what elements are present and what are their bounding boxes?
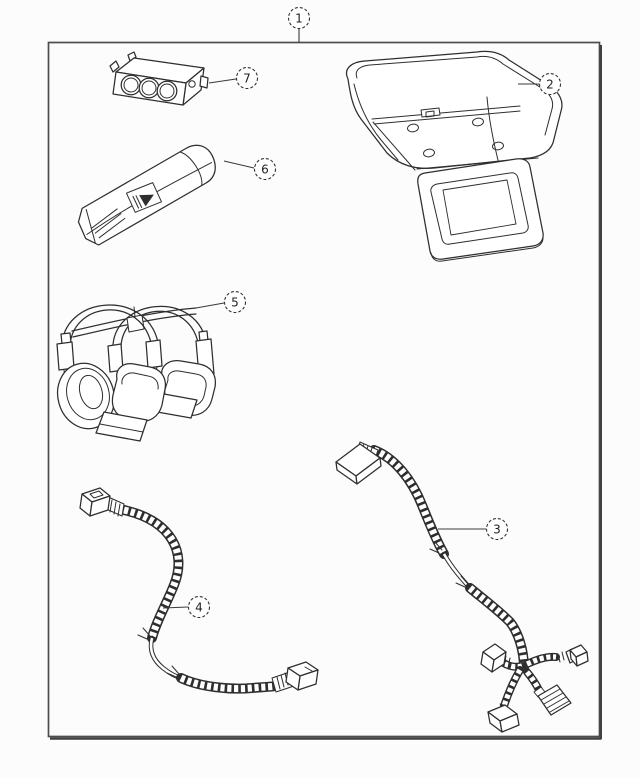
ear-cup	[56, 362, 116, 430]
screw-hole	[423, 148, 435, 158]
harness-connector	[533, 684, 572, 716]
callout-5: 5	[195, 290, 247, 314]
two-end-wiring-harness	[79, 487, 319, 694]
overhead-video-monitor-unit	[345, 50, 563, 262]
callout-3-label: 3	[493, 523, 501, 537]
callout-4: 4	[162, 595, 211, 619]
harness-connector	[480, 643, 511, 673]
harness-connector	[335, 441, 382, 485]
callout-5-label: 5	[231, 296, 239, 310]
callout-1: 1	[287, 6, 311, 42]
harness-connector	[79, 487, 125, 517]
callout-3: 3	[438, 517, 509, 541]
screw-hole	[472, 117, 484, 127]
ear-pad	[95, 411, 148, 442]
screen-opening	[430, 172, 529, 245]
screw-hole	[492, 141, 504, 151]
callout-1-label: 1	[295, 12, 303, 26]
callout-2: 2	[518, 72, 562, 96]
ear-cup	[111, 363, 167, 423]
harness-connector	[487, 703, 520, 733]
harness-connector	[271, 661, 319, 693]
harness-connector	[557, 644, 589, 667]
wireless-headphones	[56, 304, 217, 442]
screw-hole	[407, 123, 419, 133]
assembly-boundary-box	[47, 41, 602, 740]
callout-2-label: 2	[546, 78, 554, 92]
callout-6-label: 6	[261, 163, 269, 177]
branched-wiring-harness	[335, 441, 589, 733]
remote-control	[77, 144, 216, 246]
play-button	[139, 194, 154, 207]
callout-6: 6	[223, 157, 277, 181]
callout-7-label: 7	[243, 72, 251, 86]
mount-latch	[420, 107, 441, 118]
screen-surface	[442, 179, 517, 236]
monitor-housing	[345, 50, 563, 170]
callout-4-label: 4	[195, 601, 203, 615]
av-jack-connector-block	[109, 51, 209, 106]
callout-7: 7	[208, 66, 259, 90]
